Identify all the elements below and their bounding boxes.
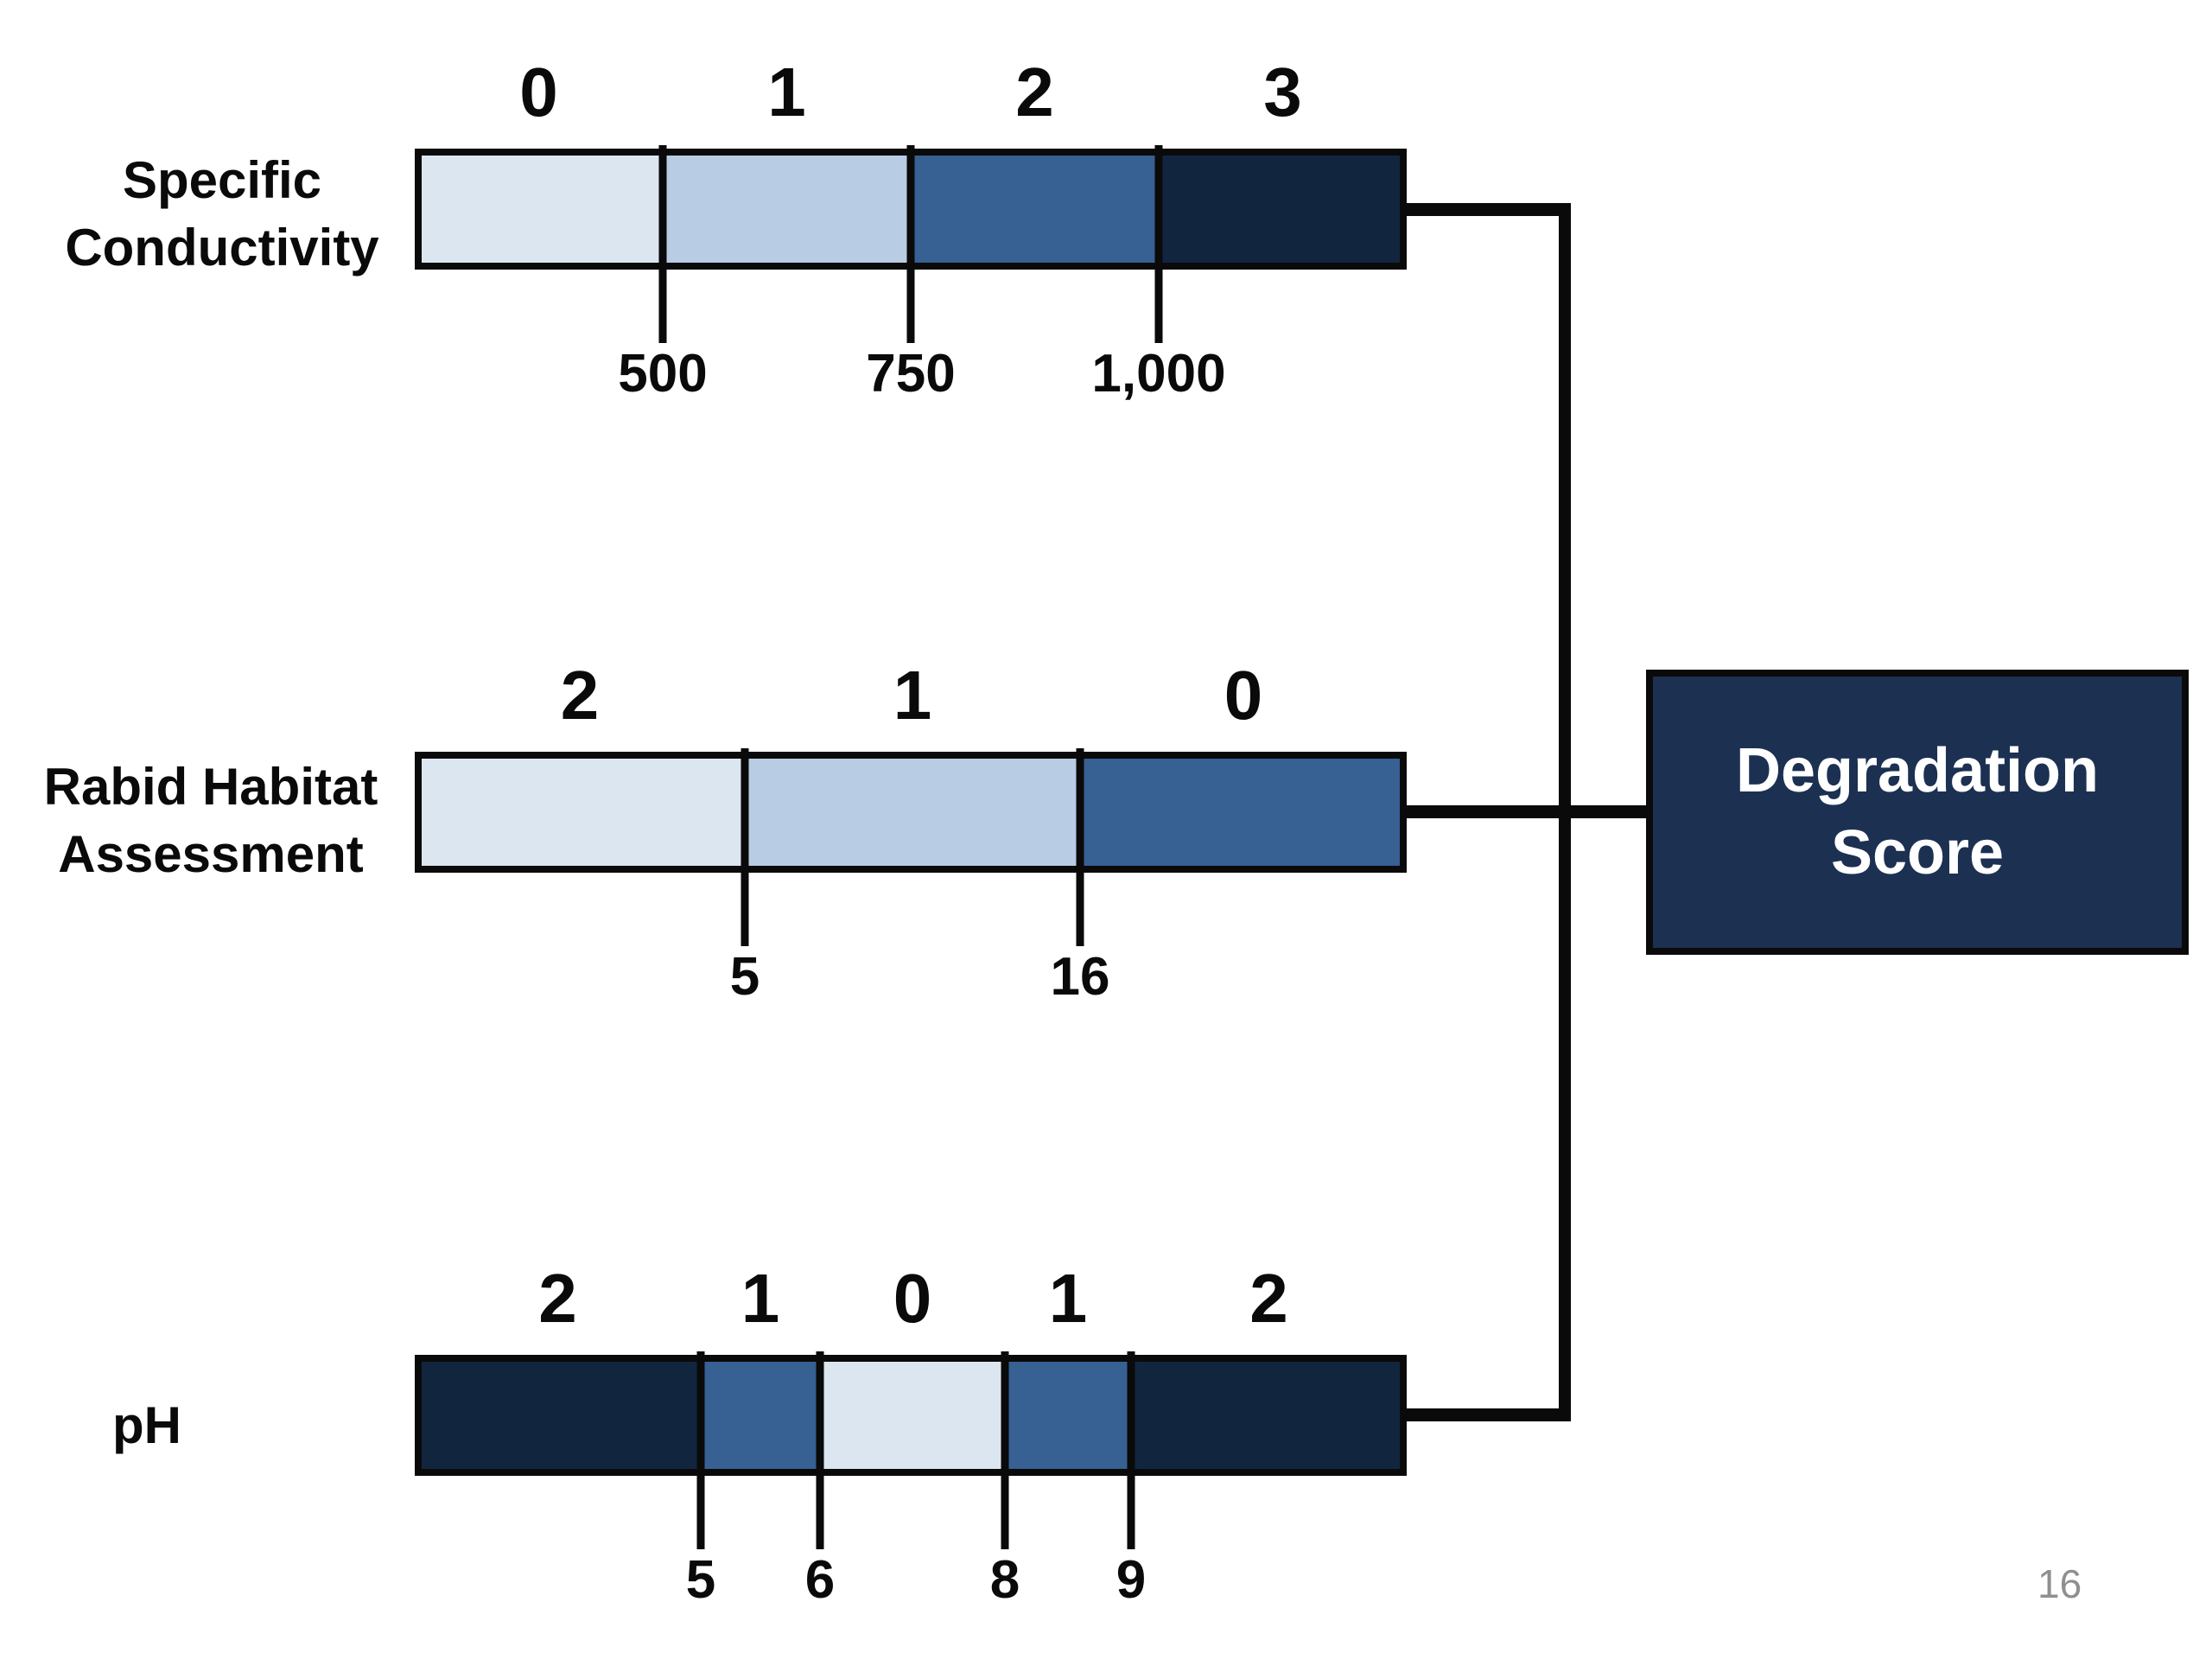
segment-score-label: 1: [893, 657, 932, 734]
tick-line: [816, 1351, 824, 1549]
tick-value-label: 8: [989, 1550, 1020, 1610]
tick-line: [1154, 145, 1163, 343]
degradation-score-label-line1: Degradation: [1735, 736, 2100, 805]
scale-bar: [415, 752, 1407, 873]
segment-score-label: 1: [1048, 1260, 1088, 1337]
tick-value-label: 16: [1050, 947, 1110, 1007]
segment-score-label: 0: [1224, 657, 1263, 734]
scale-segment: [1128, 1362, 1400, 1469]
scale-label-line: Conductivity: [65, 219, 379, 276]
tick-value-label: 9: [1116, 1550, 1147, 1610]
degradation-score-box: Degradation Score: [1646, 670, 2189, 955]
scale-segment: [1077, 759, 1400, 866]
connector-line-trunk: [1559, 203, 1571, 1421]
segment-score-label: 2: [1015, 54, 1054, 130]
scale-segment: [747, 759, 1078, 866]
tick-value-label: 1,000: [1091, 344, 1226, 404]
segment-score-label: 2: [538, 1260, 577, 1337]
degradation-score-label-line2: Score: [1830, 818, 2005, 887]
page-number: 16: [2037, 1561, 2082, 1606]
tick-line: [1076, 748, 1084, 946]
scale-bar: [415, 1355, 1407, 1476]
segment-score-label: 3: [1263, 54, 1302, 130]
tick-value-label: 6: [804, 1550, 836, 1610]
scale-segment: [422, 759, 747, 866]
segment-score-label: 2: [1249, 1260, 1288, 1337]
tick-value-label: 5: [729, 947, 760, 1007]
segment-score-label: 0: [519, 54, 558, 130]
tick-line: [741, 748, 749, 946]
segment-score-label: 0: [893, 1260, 932, 1337]
tick-line: [1127, 1351, 1135, 1549]
tick-line: [1001, 1351, 1009, 1549]
tick-line: [696, 1351, 705, 1549]
scale-segment: [703, 1362, 822, 1469]
scale-label-rabid-habitat-assessment: Rabid Habitat Assessment: [16, 753, 405, 888]
tick-value-label: 750: [866, 344, 956, 404]
connector-line-top: [1407, 203, 1571, 216]
scale-label-line: Rabid Habitat: [43, 758, 378, 816]
scale-segment: [911, 156, 1155, 263]
scale-segment: [422, 156, 666, 263]
tick-line: [906, 145, 915, 343]
tick-line: [658, 145, 667, 343]
tick-value-label: 500: [618, 344, 708, 404]
scale-label-line: pH: [112, 1396, 181, 1454]
scale-segment: [821, 1362, 1004, 1469]
scale-label-ph: pH: [35, 1391, 259, 1460]
tick-value-label: 5: [685, 1550, 716, 1610]
scale-label-line: Specific: [122, 151, 322, 209]
scale-label-specific-conductivity: Specific Conductivity: [36, 147, 408, 282]
segment-score-label: 1: [741, 1260, 780, 1337]
scale-label-line: Assessment: [58, 825, 364, 883]
scale-segment: [1003, 1362, 1128, 1469]
connector-line-middle: [1407, 805, 1649, 818]
scale-segment: [422, 1362, 704, 1469]
connector-line-bottom: [1407, 1408, 1571, 1421]
segment-score-label: 1: [767, 54, 806, 130]
segment-score-label: 2: [560, 657, 600, 734]
scale-segment: [666, 156, 911, 263]
scale-segment: [1155, 156, 1400, 263]
